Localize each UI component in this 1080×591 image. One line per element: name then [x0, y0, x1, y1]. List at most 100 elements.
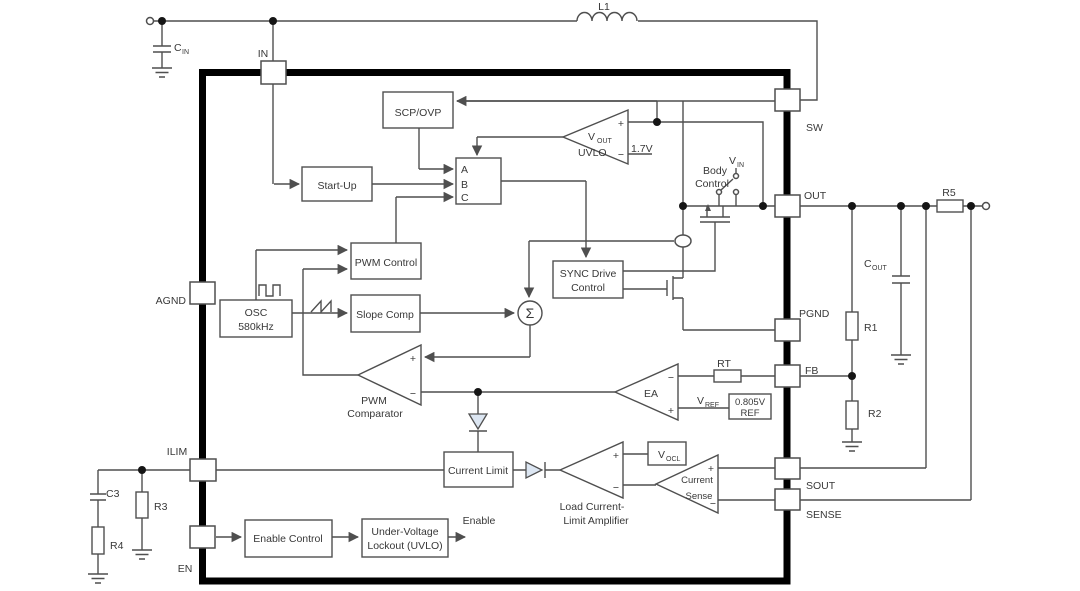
block-startup: Start-Up [301, 166, 373, 202]
block-slope-comp: Slope Comp [350, 294, 421, 333]
sawtooth-icon [310, 299, 332, 314]
vout-uvlo-plus: + [618, 118, 624, 130]
load-limit-minus: − [613, 482, 619, 494]
block-sync-drive: SYNC Drive Control [552, 260, 624, 299]
pin-ilim [189, 458, 217, 482]
vref-label-sub: REF [705, 402, 719, 409]
vin-label: V [729, 155, 736, 167]
pwm-cmp-label1: PWM [361, 395, 387, 407]
pin-fb-label: FB [805, 365, 818, 377]
block-logic-abc: A B C [455, 157, 502, 205]
ground-symbols [88, 67, 911, 584]
pwm-cmp-label2: Comparator [347, 408, 403, 420]
input-terminal [145, 16, 155, 26]
cin-label-sub: IN [182, 49, 189, 56]
pwm-cmp-minus: − [410, 388, 416, 400]
current-sense-label2: Sense [686, 491, 713, 502]
ea-minus: − [668, 372, 674, 384]
sync-label1: SYNC Drive [560, 268, 617, 280]
pin-pgnd [774, 318, 801, 342]
vin-label-sub: IN [737, 162, 744, 169]
sigma-symbol: Σ [526, 305, 535, 321]
block-vref: 0.805V REF [728, 393, 772, 420]
pin-agnd-label: AGND [156, 295, 187, 307]
pin-sout-label: SOUT [806, 480, 836, 492]
resistor-r2 [845, 400, 859, 430]
resistor-r4 [91, 526, 105, 555]
current-sensor-icon [674, 234, 692, 248]
pwm-comparator-triangle [356, 343, 422, 407]
r3-label: R3 [154, 501, 168, 513]
current-sense-minus: − [710, 498, 716, 510]
resistor-r1 [845, 311, 859, 341]
slope-comp-label: Slope Comp [356, 309, 414, 321]
output-terminal [981, 201, 991, 211]
vout-uvlo-label-v: V [588, 131, 595, 143]
load-limit-label2: Limit Amplifier [563, 515, 629, 527]
summing-junction [517, 300, 543, 326]
ea-label: EA [644, 388, 658, 400]
vout-uvlo-label-v-sub: OUT [597, 138, 613, 145]
block-current-limit: Current Limit [443, 451, 514, 488]
block-scp-ovp: SCP/OVP [382, 91, 454, 129]
current-limit-label: Current Limit [448, 465, 508, 477]
load-limit-plus: + [613, 450, 619, 462]
pin-sense-label: SENSE [806, 509, 842, 521]
pwm-cmp-plus: + [410, 353, 416, 365]
load-limit-label1: Load Current- [560, 501, 625, 513]
block-enable-control: Enable Control [244, 519, 333, 558]
r4-label: R4 [110, 540, 124, 552]
vref-block-label1: 0.805V [735, 397, 766, 408]
pin-pgnd-label: PGND [799, 308, 830, 320]
mosfet-body-arrow-icon [705, 204, 711, 211]
wiring [88, 20, 983, 584]
c3-label: C3 [106, 488, 120, 500]
r2-label: R2 [868, 408, 882, 420]
logic-b-label: B [461, 179, 468, 191]
sync-label2: Control [571, 282, 605, 294]
pin-in [260, 60, 287, 85]
cout-label: C [864, 258, 872, 270]
body-switch-contact-vin [732, 172, 740, 180]
resistor-r5 [936, 199, 964, 213]
osc-label1: OSC [245, 307, 268, 319]
vocl-label: V [658, 449, 665, 461]
vocl-label-sub: OCL [666, 456, 681, 463]
square-wave-icon [258, 284, 281, 297]
body-switch-contact-out [732, 188, 740, 196]
load-limit-triangle [558, 440, 624, 500]
pin-in-label: IN [258, 48, 269, 60]
uvlo-label2: Lockout (UVLO) [367, 540, 442, 552]
wire-net [90, 20, 983, 574]
pin-sout [774, 457, 801, 480]
rt-label: RT [717, 358, 731, 370]
amp-vout-uvlo: V OUT UVLO + − 1.7V [561, 108, 653, 166]
block-pwm-control: PWM Control [350, 242, 422, 280]
r5-label: R5 [942, 187, 956, 199]
pin-en-label: EN [178, 563, 193, 575]
vout-uvlo-label-uvlo: UVLO [578, 147, 607, 159]
scp-ovp-label: SCP/OVP [395, 107, 442, 119]
body-switch-pole [715, 188, 723, 196]
ea-triangle [613, 362, 679, 422]
diode-down-icon [467, 413, 489, 431]
current-sense-plus: + [708, 463, 714, 475]
r1-label: R1 [864, 322, 878, 334]
resistor-r3 [135, 491, 149, 519]
inductor-l1-label: L1 [598, 1, 610, 13]
current-sense-label1: Current [681, 475, 713, 486]
cout-label-sub: OUT [872, 265, 888, 272]
pin-en [189, 525, 216, 549]
ea-plus: + [668, 405, 674, 417]
amp-load-current-limit: + − Load Current- Limit Amplifier [558, 440, 629, 527]
logic-c-label: C [461, 192, 469, 204]
pin-sw [774, 88, 801, 112]
block-osc: OSC 580kHz [219, 299, 293, 338]
body-control-label1: Body [703, 165, 728, 177]
amp-current-sense: + − Current Sense [654, 453, 719, 515]
vref-label: V [697, 395, 704, 407]
cin-label: C [174, 42, 182, 54]
diode-right-icon [525, 460, 544, 480]
